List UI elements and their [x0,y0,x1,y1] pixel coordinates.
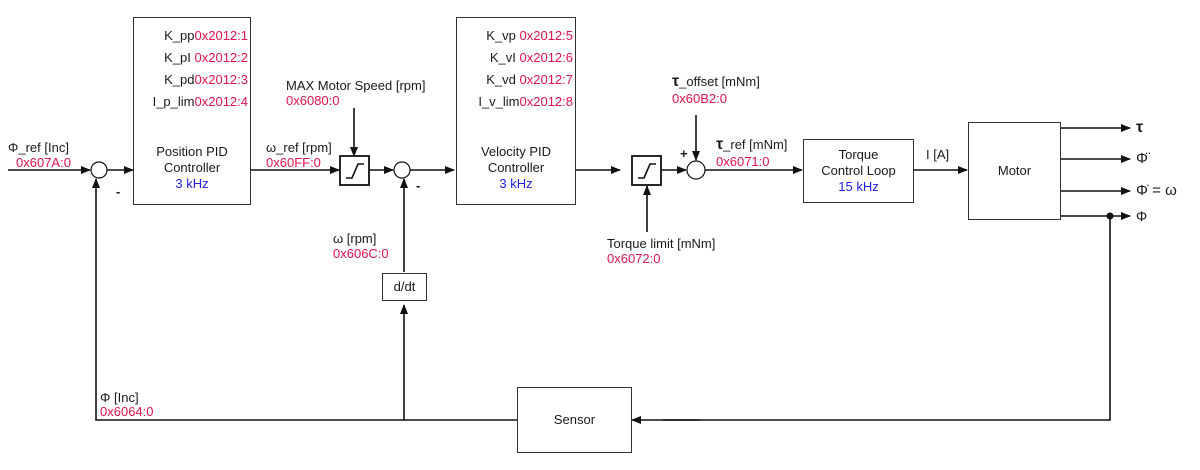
torque-offset-label: τ_offset [mNm] [672,73,760,90]
current-label: I [A] [926,147,950,162]
param-row: I_p_lim0x2012:4 [134,94,248,116]
minus-sign-velocity: - [416,178,421,193]
rate-label: 15 kHz [838,179,879,194]
position-pid-title: Position PID Controller 3 kHz [134,144,250,192]
param-row: K_pp0x2012:1 [134,28,248,50]
output-acceleration: Φ̈ [1136,150,1148,167]
sum-junction-position [90,161,108,179]
torque-ref-code: 0x6071:0 [716,154,770,169]
torque-limit-code: 0x6072:0 [607,251,661,266]
title-line: Controller [163,160,221,175]
rate-label: 3 kHz [499,176,533,191]
tau-symbol: τ [716,136,724,153]
title-line: Control Loop [821,163,896,178]
param-row: I_v_lim0x2012:8 [457,94,573,116]
param-code: 0x2012:6 [519,50,574,65]
torque-limit-label: Torque limit [mNm] [607,236,716,251]
derivative-label: d/dt [393,279,416,294]
sensor-output-path [92,178,517,421]
param-name: K_vp [486,28,516,43]
param-name: K_pI [164,50,191,65]
param-row: K_pI 0x2012:2 [134,50,248,72]
torque-offset-text: _offset [mNm] [679,74,760,89]
sum-junction-torque [686,160,706,180]
omega-ref-label: ω_ref [rpm] [266,140,332,155]
param-code: 0x2012:8 [519,94,574,109]
param-code: 0x2012:5 [519,28,574,43]
sensor-block: Sensor [517,387,632,453]
velocity-pid-params: K_vp 0x2012:5 K_vI 0x2012:6 K_vd 0x2012:… [457,28,573,116]
param-code: 0x2012:1 [194,28,249,43]
param-name: K_pp [164,28,195,43]
velocity-pid-title: Velocity PID Controller 3 kHz [457,144,575,192]
torque-offset-code: 0x60B2:0 [672,91,727,106]
output-velocity: Φ̇ = ω [1136,182,1177,199]
omega-label: ω [rpm] [333,231,377,246]
input-label: Φ_ref [Inc] [8,140,69,155]
feedback-code: 0x6064:0 [100,404,154,419]
tau-symbol: τ [672,73,680,90]
input-code: 0x607A:0 [16,155,71,170]
param-row: K_vp 0x2012:5 [457,28,573,50]
branch-point [1106,212,1114,220]
sensor-label: Sensor [553,412,596,427]
param-name: K_pd [164,72,195,87]
param-name: K_vI [489,50,516,65]
rate-label: 3 kHz [175,176,209,191]
output-torque: τ [1136,119,1144,136]
torque-ref-text: _ref [mNm] [723,137,788,152]
velocity-pid-block: K_vp 0x2012:5 K_vI 0x2012:6 K_vd 0x2012:… [456,17,576,205]
position-feedback-path [663,216,1111,421]
max-speed-label: MAX Motor Speed [rpm] [286,78,426,93]
speed-limiter-block [339,155,370,186]
param-name: I_p_lim [152,94,195,109]
feedback-label: Φ [Inc] [100,390,139,405]
title-line: Torque [838,147,879,162]
param-code: 0x2012:3 [194,72,249,87]
title-line: Position PID [156,144,228,159]
position-pid-params: K_pp0x2012:1 K_pI 0x2012:2 K_pd0x2012:3 … [134,28,248,116]
omega-ref-code: 0x60FF:0 [266,155,321,170]
derivative-block: d/dt [382,273,427,301]
title-line: Velocity PID [480,144,552,159]
minus-sign-position: - [116,184,121,199]
title-line: Controller [487,160,545,175]
position-pid-block: K_pp0x2012:1 K_pI 0x2012:2 K_pd0x2012:3 … [133,17,251,205]
param-code: 0x2012:7 [519,72,574,87]
output-position: Φ [1136,208,1148,224]
param-code: 0x2012:4 [194,94,249,109]
param-row: K_vd 0x2012:7 [457,72,573,94]
omega-code: 0x606C:0 [333,246,389,261]
motor-label: Motor [997,163,1032,178]
param-code: 0x2012:2 [194,50,249,65]
torque-ref-label: τ_ref [mNm] [716,136,788,153]
param-name: I_v_lim [478,94,520,109]
max-speed-code: 0x6080:0 [286,93,340,108]
param-row: K_pd0x2012:3 [134,72,248,94]
param-name: K_vd [486,72,516,87]
plus-sign: + [680,146,688,161]
param-row: K_vI 0x2012:6 [457,50,573,72]
sum-junction-velocity [393,161,411,179]
torque-control-block: Torque Control Loop 15 kHz [803,139,914,203]
motor-block: Motor [968,122,1061,220]
torque-limiter-block [631,155,662,186]
